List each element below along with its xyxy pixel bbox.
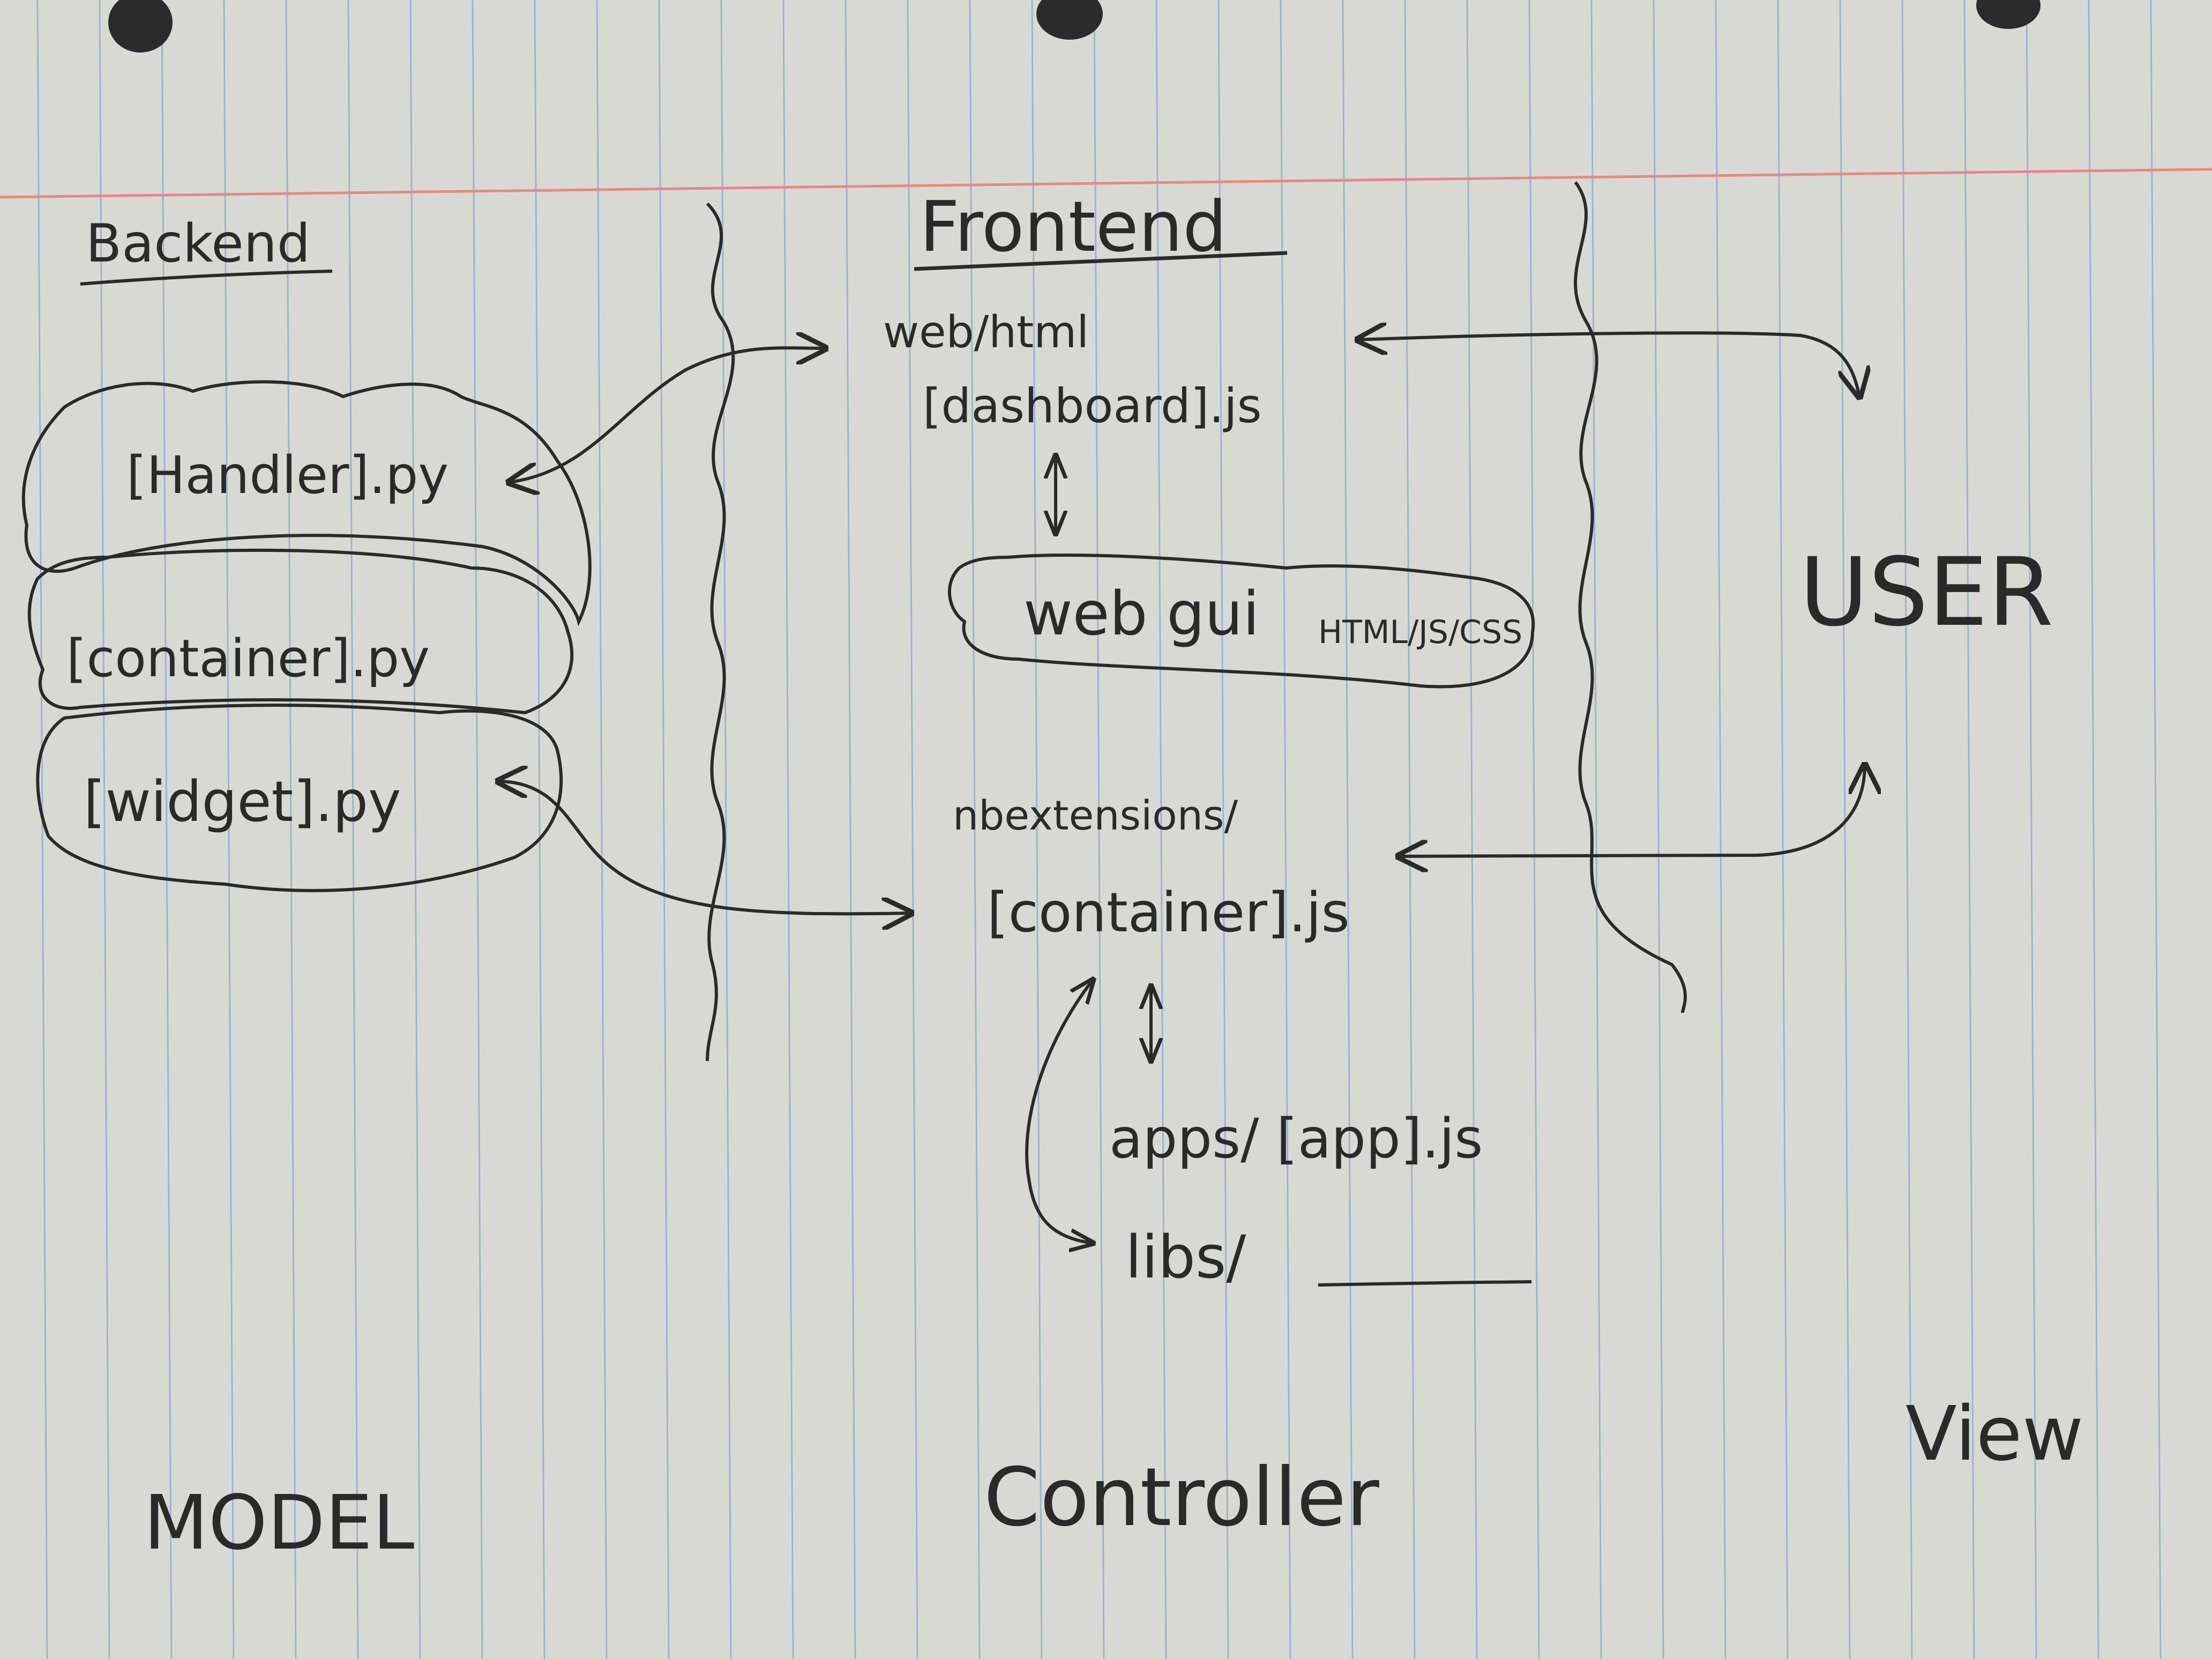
ruled-line [1031, 0, 1043, 1659]
ruled-line [1280, 0, 1291, 1659]
arrow-icon [509, 348, 825, 482]
arrow-icon [498, 781, 911, 914]
ruled-line [285, 0, 297, 1659]
backend-underline [80, 270, 333, 286]
ruled-line [969, 0, 981, 1659]
ruled-line [1963, 0, 1975, 1659]
ruled-line [36, 0, 48, 1659]
ruled-line [99, 0, 110, 1659]
separator-backend-frontend [706, 202, 735, 1062]
arrow-icon [1399, 765, 1865, 856]
arrow-icon [1358, 333, 1859, 397]
ruled-line [1901, 0, 1913, 1659]
view-label: View [1905, 1391, 2083, 1478]
handler-py-label: [Handler].py [126, 445, 449, 505]
ruled-line [2150, 0, 2162, 1659]
double-arrow-icon [1025, 980, 1093, 1243]
web-gui-cloud [947, 554, 1535, 689]
dashboard-js-label: [dashboard].js [923, 378, 1261, 434]
ruled-line [161, 0, 173, 1659]
widget-py-label: [widget].py [84, 769, 401, 834]
ruled-line [2026, 0, 2037, 1659]
ruled-line [2088, 0, 2099, 1659]
model-label: MODEL [144, 1479, 414, 1567]
controller-label: Controller [984, 1451, 1379, 1544]
ruled-line [347, 0, 359, 1659]
binder-hole-icon [108, 0, 2041, 53]
web-html-label: web/html [883, 307, 1089, 358]
nbextensions-label: nbextensions/ [953, 791, 1238, 839]
frontend-heading: Frontend [920, 186, 1227, 267]
ruled-line [1155, 0, 1167, 1659]
ruled-line [409, 0, 421, 1659]
ruled-line [1217, 0, 1229, 1659]
apps-label: apps/ [app].js [1109, 1107, 1483, 1171]
container-js-label: [container].js [987, 881, 1350, 945]
libs-blank-line [1318, 1280, 1532, 1287]
libs-label: libs/ [1125, 1223, 1246, 1291]
ruled-line [472, 0, 483, 1659]
web-gui-label: web gui [1023, 579, 1259, 649]
container-py-label: [container].py [66, 629, 430, 689]
web-gui-types-label: HTML/JS/CSS [1318, 614, 1522, 651]
separator-frontend-view [1574, 181, 1687, 1013]
ruled-line [1093, 0, 1105, 1659]
backend-heading: Backend [86, 213, 310, 274]
user-label: USER [1799, 537, 2053, 647]
ruled-line [1342, 0, 1354, 1659]
frontend-underline [914, 251, 1288, 271]
